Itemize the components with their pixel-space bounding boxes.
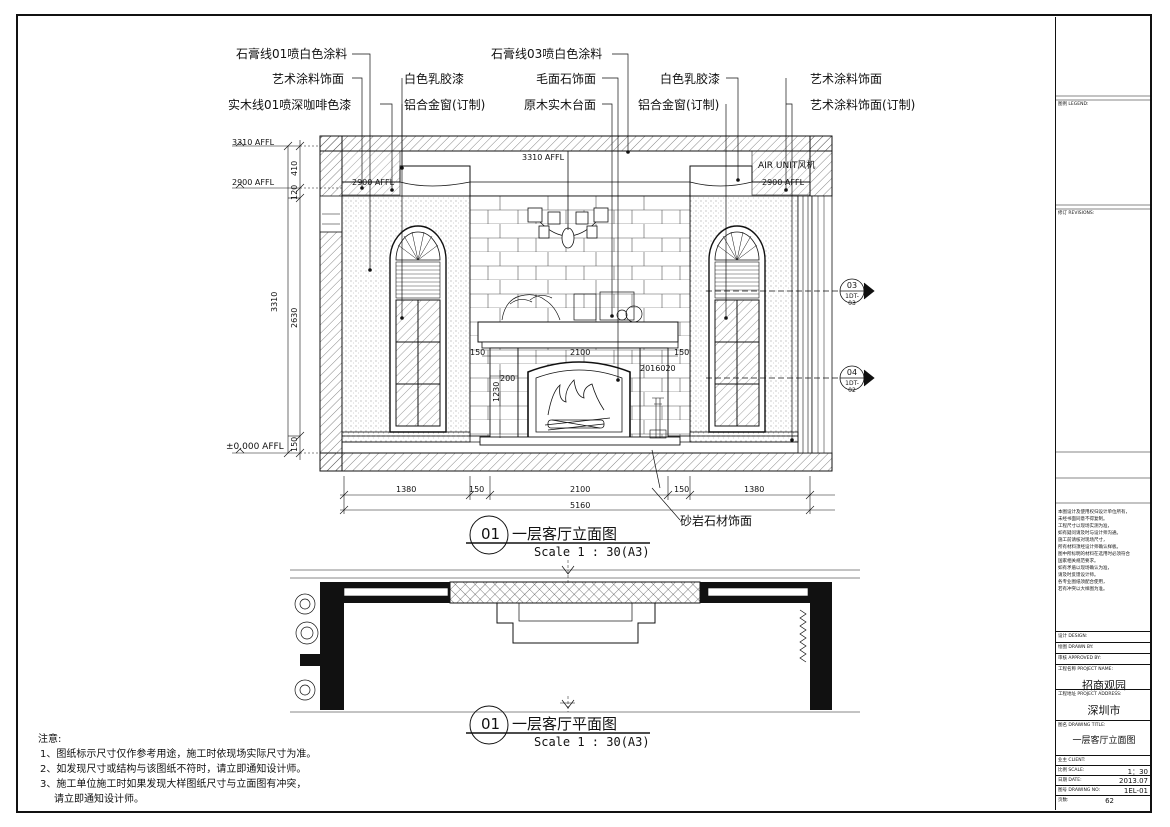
callout-white-latex-left: 白色乳胶漆 <box>404 72 465 86</box>
plan-title-symbol <box>466 705 650 745</box>
project-address-label: 工程地址 PROJECT ADDRESS: <box>1058 692 1122 697</box>
plan-scale: Scale 1 : 30(A3) <box>534 735 650 749</box>
level-3310: 3310 AFFL <box>232 138 275 147</box>
page-value: 62 <box>1105 797 1114 805</box>
callout-aluminum-window-left: 铝合金窗(订制) <box>404 98 486 112</box>
floor-slab <box>319 452 833 472</box>
level-0: ±0.000 AFFL <box>226 442 284 452</box>
ceiling-slab <box>319 135 833 152</box>
section-03-number: 03 <box>846 281 858 290</box>
general-notes: 注意: 1、图纸标示尺寸仅作参考用途，施工时依现场实际尺寸为准。 2、如发现尺寸… <box>38 732 316 807</box>
callout-art-paint-custom: 艺术涂料饰面(订制) <box>810 98 916 112</box>
chandelier <box>527 151 609 249</box>
floor-plan <box>290 560 860 713</box>
fireplace <box>477 291 681 446</box>
fireplace-dim-2100: 2100 <box>570 348 591 357</box>
hdim-5160: 5160 <box>570 501 591 510</box>
level-2900: 2900 AFFL <box>232 178 275 187</box>
elevation-title: 一层客厅立面图 <box>512 525 618 543</box>
hdim-2100: 2100 <box>570 485 591 494</box>
fireplace-dim-150-right: 150 <box>674 348 690 357</box>
vdim-120: 120 <box>290 184 299 200</box>
right-arched-window <box>708 225 766 433</box>
drawing-title-label: 图名 DRAWING TITLE: <box>1058 723 1106 728</box>
section-marker-04 <box>706 365 875 391</box>
callout-sandstone: 砂岩石材饰面 <box>680 514 753 528</box>
left-wall-section <box>319 135 343 472</box>
section-04-number: 04 <box>846 368 858 377</box>
vertical-dimension-chain <box>232 140 342 460</box>
horizontal-dimension-chain <box>339 476 835 515</box>
fireplace-dim-150-left: 150 <box>470 348 486 357</box>
drawing-title: 一层客厅立面图 <box>1072 736 1136 746</box>
fireplace-dim-200: 200 <box>500 374 516 383</box>
vdim-2630: 2630 <box>290 307 299 328</box>
title-block-lines <box>1056 95 1152 504</box>
plan-title: 一层客厅平面图 <box>512 715 618 733</box>
plan-title-number: 01 <box>481 715 501 733</box>
elevation-title-number: 01 <box>481 525 501 543</box>
legend-label: 图例 LEGEND: <box>1058 102 1089 107</box>
hdim-150-right: 150 <box>674 485 690 494</box>
date-label: 日期 DATE: <box>1058 778 1082 783</box>
drawing-no-label: 图号 DRAWING NO: <box>1058 788 1101 793</box>
section-03-ref: 1DT-03 <box>845 293 859 307</box>
notes-heading: 注意: <box>38 734 62 745</box>
hdim-1380-left: 1380 <box>396 485 417 494</box>
project-name-label: 工程名称 PROJECT NAME: <box>1058 667 1113 672</box>
crown-moulding <box>341 150 811 197</box>
left-arched-window <box>389 225 447 433</box>
callout-wood-counter: 原木实木台面 <box>524 98 597 112</box>
callout-art-paint: 艺术涂料饰面 <box>272 72 345 86</box>
note-1: 1、图纸标示尺寸仅作参考用途，施工时依现场实际尺寸为准。 <box>40 749 317 760</box>
design-label: 设计 DESIGN: <box>1058 634 1088 639</box>
hdim-1380-right: 1380 <box>744 485 765 494</box>
vdim-410: 410 <box>290 160 299 176</box>
level-beam-right: 2900 AFFL <box>762 178 805 187</box>
page-label: 页数: <box>1058 798 1069 803</box>
callout-gypsum-line-01: 石膏线01喷白色涂料 <box>236 47 348 61</box>
project-address: 深圳市 <box>1087 704 1121 717</box>
hdim-150-left: 150 <box>469 485 485 494</box>
scale-label: 比例 SCALE: <box>1058 768 1085 773</box>
level-ceiling-center: 3310 AFFL <box>522 153 565 162</box>
callout-wood-line-01: 实木线01喷深咖啡色漆 <box>228 98 352 112</box>
level-beam-left: 2900 AFFL <box>352 178 395 187</box>
vdim-150: 150 <box>290 436 299 452</box>
vdim-3310: 3310 <box>270 291 279 312</box>
curtain <box>797 195 813 454</box>
vdim-1230: 1230 <box>492 381 501 402</box>
callout-rough-stone: 毛面石饰面 <box>536 72 597 86</box>
callout-gypsum-line-03: 石膏线03喷白色涂料 <box>491 47 603 61</box>
client-label: 业主 CLIENT: <box>1058 758 1086 763</box>
approved-label: 审核 APPROVED BY: <box>1058 656 1101 661</box>
drawn-label: 绘图 DRAWN BY: <box>1058 645 1094 650</box>
title-block-notes: 本图设计及使用权归设计单位所有， 未经书面同意不得复制。 工程尺寸以现场实测为准… <box>1058 510 1130 592</box>
elevation-title-symbol <box>466 515 650 555</box>
revisions-label: 修订 REVISIONS: <box>1058 211 1095 216</box>
beam-left <box>341 150 401 196</box>
beam-right <box>751 150 811 196</box>
project-name: 招商观园 <box>1082 679 1126 692</box>
callout-art-paint-right: 艺术涂料饰面 <box>810 72 883 86</box>
fireplace-tag: 2016020 <box>640 364 676 373</box>
note-3-continued: 请立即通知设计师。 <box>54 794 144 805</box>
section-04-ref: 1DT-02 <box>845 380 859 394</box>
note-3: 3、施工单位施工时如果发现大样图纸尺寸与立面图有冲突， <box>40 779 307 790</box>
callout-white-latex-right: 白色乳胶漆 <box>660 72 721 86</box>
note-2: 2、如发现尺寸或结构与该图纸不符时，请立即通知设计师。 <box>40 764 307 775</box>
date-value: 2013.07 <box>1119 777 1148 785</box>
ac-unit-label: AIR UNIT风机 <box>758 161 816 171</box>
scale-value: 1：30 <box>1127 768 1148 776</box>
drawing-no-value: 1EL-01 <box>1123 787 1148 795</box>
leader-lines <box>352 53 793 521</box>
drawing-frame <box>16 14 1152 813</box>
title-block: 图例 LEGEND: 修订 REVISIONS: 本图设计及使用权归设计单位所有… <box>1055 17 1152 810</box>
elevation-scale: Scale 1 : 30(A3) <box>534 545 650 559</box>
callout-aluminum-window-right: 铝合金窗(订制) <box>638 98 720 112</box>
section-marker-03 <box>706 278 875 304</box>
